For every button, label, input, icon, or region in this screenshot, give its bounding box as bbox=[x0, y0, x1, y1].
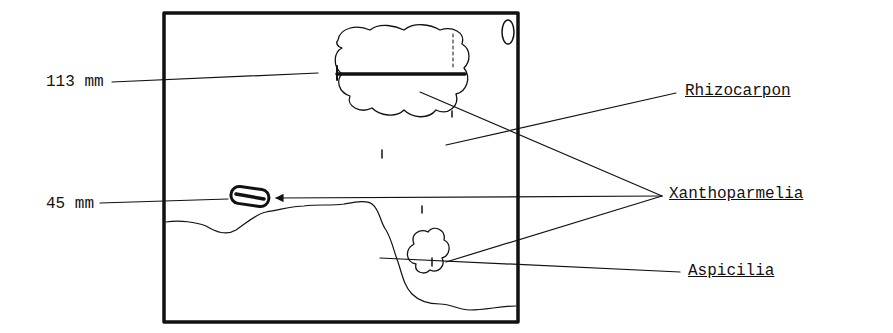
rock-frame bbox=[164, 13, 518, 322]
species-label: Aspicilia bbox=[687, 261, 775, 281]
mark bbox=[381, 150, 383, 158]
species-label: Xanthoparmelia bbox=[668, 184, 804, 204]
leader-line bbox=[380, 258, 680, 272]
small-thallus bbox=[502, 20, 514, 44]
leader-line bbox=[446, 196, 662, 262]
xanthoparmelia-thallus bbox=[335, 25, 469, 117]
xanthoparmelia-thallus bbox=[407, 228, 449, 273]
leader-line bbox=[446, 93, 676, 145]
dimension-label: 113 mm bbox=[45, 72, 105, 92]
mark bbox=[451, 111, 453, 117]
dimension-label: 45 mm bbox=[45, 194, 95, 214]
species-label: Rhizocarpon bbox=[684, 81, 792, 101]
boundary-line bbox=[166, 202, 516, 310]
leader-line bbox=[100, 199, 228, 203]
measure-bar bbox=[337, 72, 465, 76]
mark bbox=[421, 206, 423, 213]
mark bbox=[431, 258, 433, 266]
leader-line bbox=[112, 73, 318, 82]
measure-tick bbox=[336, 66, 338, 80]
leader-line bbox=[420, 92, 662, 196]
dashed-line bbox=[453, 34, 454, 70]
leader-arrow bbox=[276, 196, 662, 198]
small-thallus bbox=[230, 185, 270, 207]
measure-bar bbox=[236, 194, 264, 199]
